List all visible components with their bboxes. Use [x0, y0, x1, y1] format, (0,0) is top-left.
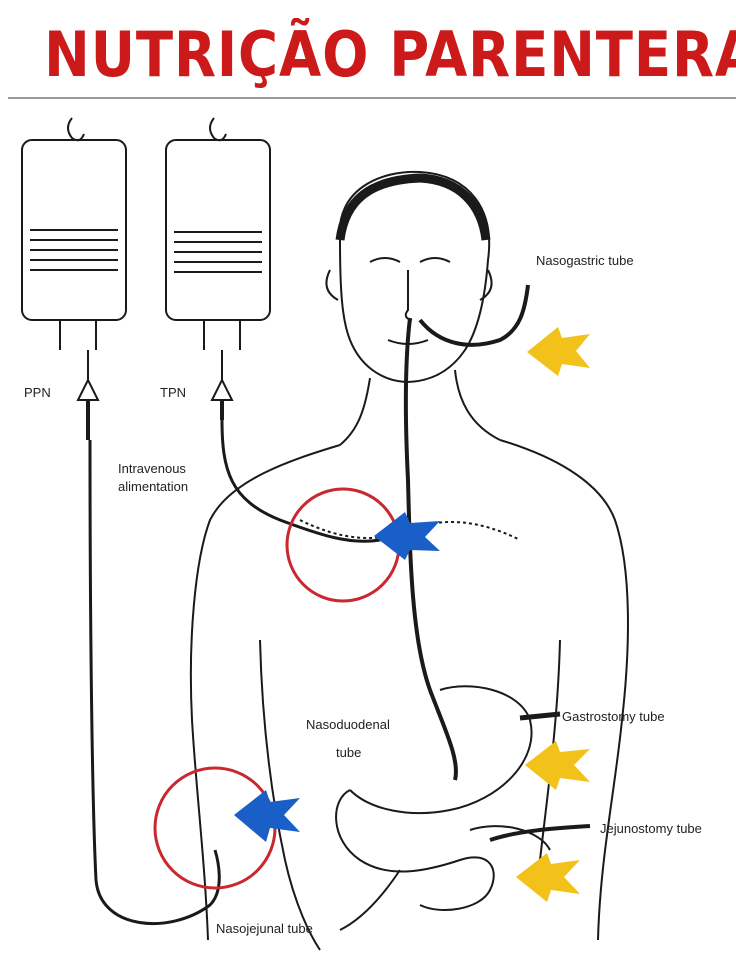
label-nasoduodenal-line2: tube — [336, 744, 361, 761]
yellow-arrow-nasogastric — [527, 327, 590, 376]
label-jejunostomy: Jejunostomy tube — [600, 820, 702, 837]
label-nasoduodenal-line1: Nasoduodenal — [306, 716, 390, 733]
label-intravenous-line1: Intravenous — [118, 460, 186, 477]
blue-arrow-arm — [234, 790, 300, 842]
label-nasojejunal: Nasojejunal tube — [216, 920, 313, 937]
yellow-arrow-jejunostomy — [516, 853, 580, 902]
label-intravenous-line2: alimentation — [118, 478, 188, 495]
label-tpn: TPN — [160, 384, 186, 401]
iv-insertion-circle-chest — [287, 489, 399, 601]
tpn-iv-bag — [166, 118, 270, 420]
tpn-tube — [222, 420, 380, 541]
gastrostomy-tube-line — [520, 714, 560, 718]
label-gastrostomy: Gastrostomy tube — [562, 708, 665, 725]
label-nasogastric: Nasogastric tube — [536, 252, 634, 269]
label-ppn: PPN — [24, 384, 51, 401]
blue-arrow-chest — [374, 512, 440, 560]
nasogastric-tube-external — [420, 285, 528, 345]
ppn-tube — [90, 440, 219, 924]
yellow-arrow-gastrostomy — [525, 741, 590, 790]
